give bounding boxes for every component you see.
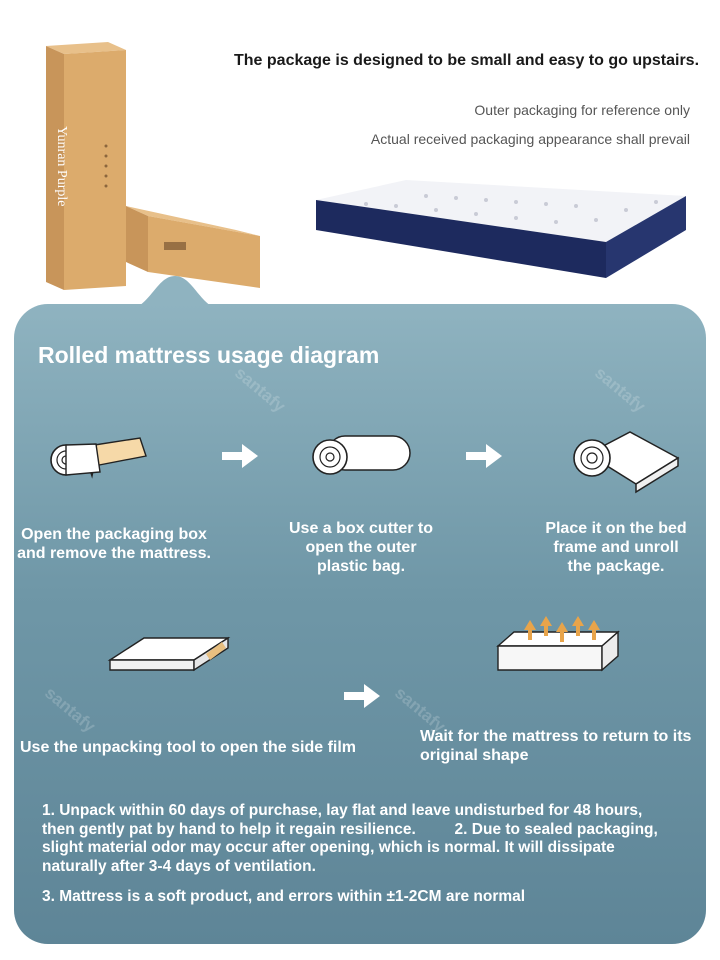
note-line: 1. Unpack within 60 days of purchase, la… (42, 802, 643, 819)
rolled-mattress-icon (312, 435, 411, 475)
note-line: naturally after 3-4 days of ventilation. (42, 857, 316, 875)
mattress-image (316, 180, 686, 278)
step-2-label: Use a box cutter to open the outer plast… (288, 520, 434, 575)
panel-notch (120, 276, 230, 312)
step-4-label: Use the unpacking tool to open the side … (20, 739, 357, 756)
usage-diagram-panel (14, 304, 706, 944)
note-line: slight material odor may occur after ope… (42, 839, 615, 856)
flat-mattress-icon (107, 636, 231, 672)
packaging-appearance-note: Actual received packaging appearance sha… (370, 131, 690, 147)
expanding-mattress-icon (496, 616, 620, 672)
step-3-label: Place it on the bed frame and unroll the… (545, 520, 687, 575)
arrow-right-icon (466, 444, 502, 468)
unrolling-mattress-icon (573, 431, 680, 494)
arrow-right-icon (344, 684, 380, 708)
package-title: The package is designed to be small and … (234, 52, 700, 69)
box-brand-label: Yunran Purple (54, 126, 69, 207)
rolled-mattress-in-box-icon (50, 437, 147, 479)
note-line: then gently pat by hand to help it regai… (42, 820, 658, 838)
arrow-right-icon (222, 444, 258, 468)
cardboard-box-image: Yunran Purple (46, 42, 260, 290)
note-line: 3. Mattress is a soft product, and error… (42, 888, 526, 905)
step-5-label: Wait for the mattress to return to its o… (420, 728, 692, 764)
usage-notes: 1. Unpack within 60 days of purchase, la… (42, 802, 662, 907)
diagram-title: Rolled mattress usage diagram (38, 342, 380, 368)
packaging-reference-note: Outer packaging for reference only (474, 102, 690, 118)
step-1-label: Open the packaging box and remove the ma… (17, 526, 211, 562)
